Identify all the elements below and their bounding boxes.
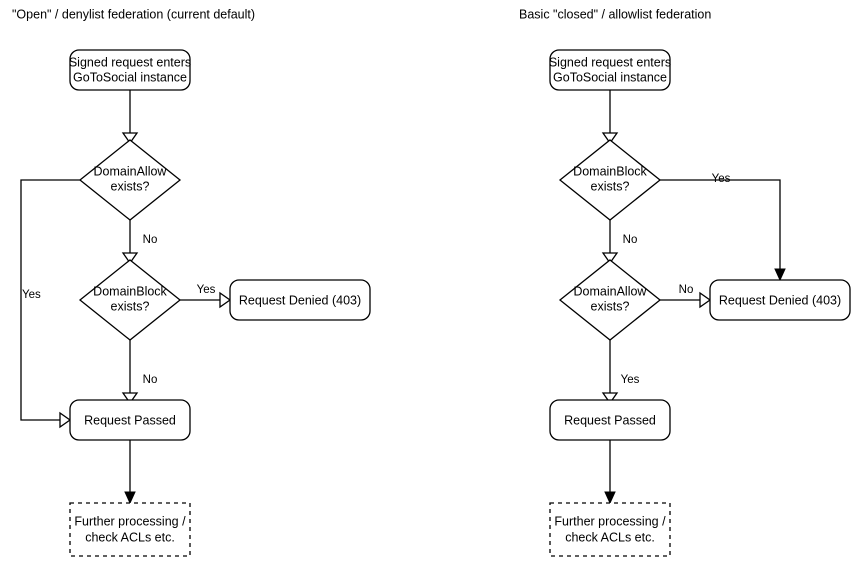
node-further-processing-right[interactable]: Further processing / check ACLs etc. <box>549 502 671 557</box>
node-start-right[interactable]: Signed request enters GoToSocial instanc… <box>549 49 671 91</box>
edge-domainallow-yes-right: Yes <box>601 340 640 405</box>
edge-passed-to-further-right <box>604 440 616 505</box>
edge-domainblock-yes-right: Yes <box>660 173 786 282</box>
node-decision-domainblock-right[interactable]: DomainBlock exists? <box>558 139 662 221</box>
edge-start-to-domainallow-left <box>121 90 139 145</box>
node-request-denied-right[interactable]: Request Denied (403) <box>709 279 851 321</box>
arrowhead-open-right-yes-left <box>59 411 72 429</box>
arrowhead-open-down-1-right <box>601 132 619 145</box>
arrowhead-open-down-2-left <box>121 252 139 265</box>
edge-label-domainallow-no-right: No <box>679 284 694 296</box>
node-decision-domainallow-right-label-line1: DomainAllow <box>574 284 648 298</box>
node-request-denied-right-shape[interactable] <box>709 279 851 321</box>
arrowhead-filled-down-denied-right <box>774 268 786 282</box>
node-request-denied-left-shape[interactable] <box>229 279 371 321</box>
node-request-passed-right-label: Request Passed <box>564 413 656 427</box>
edge-passed-to-further-left <box>124 440 136 505</box>
node-start-left-label-line1: Signed request enters <box>69 55 191 69</box>
node-further-processing-left-label-line1: Further processing / <box>74 514 186 528</box>
node-decision-domainallow-left-label-line2: exists? <box>111 179 150 193</box>
diagram-title-closed-allowlist: Basic "closed" / allowlist federation <box>519 7 711 21</box>
edge-label-domainallow-yes-right: Yes <box>621 374 640 386</box>
diagram-title-open-denylist: "Open" / denylist federation (current de… <box>12 7 255 21</box>
edge-label-domainallow-no-left: No <box>143 234 158 246</box>
edge-label-domainblock-no-right: No <box>623 234 638 246</box>
node-decision-domainallow-right[interactable]: DomainAllow exists? <box>558 259 662 341</box>
node-start-right-label-line2: GoToSocial instance <box>553 70 667 84</box>
edge-domainblock-yes-right-line <box>660 179 781 271</box>
node-start-left[interactable]: Signed request enters GoToSocial instanc… <box>69 49 191 91</box>
node-decision-domainblock-left-label-line1: DomainBlock <box>93 284 167 298</box>
edge-domainallow-no-right: No <box>660 284 712 309</box>
node-further-processing-left-shape[interactable] <box>69 502 191 557</box>
node-decision-domainallow-left[interactable]: DomainAllow exists? <box>78 139 182 221</box>
node-request-passed-right[interactable]: Request Passed <box>549 399 671 441</box>
node-further-processing-left[interactable]: Further processing / check ACLs etc. <box>69 502 191 557</box>
node-request-passed-left-label: Request Passed <box>84 413 176 427</box>
arrowhead-open-right-denied-left <box>219 291 232 309</box>
edge-domainblock-yes-left: Yes <box>180 284 232 309</box>
node-start-left-label-line2: GoToSocial instance <box>73 70 187 84</box>
edge-domainallow-no-left: No <box>121 220 158 265</box>
node-decision-domainblock-left[interactable]: DomainBlock exists? <box>78 259 182 341</box>
edge-label-domainallow-yes-left: Yes <box>22 289 41 301</box>
node-decision-domainblock-right-label-line2: exists? <box>591 179 630 193</box>
arrowhead-open-down-2-right <box>601 252 619 265</box>
edge-domainblock-no-left: No <box>121 340 158 405</box>
arrowhead-open-down-1-left <box>121 132 139 145</box>
node-further-processing-left-label-line2: check ACLs etc. <box>85 530 175 544</box>
node-decision-domainblock-right-label-line1: DomainBlock <box>573 164 647 178</box>
arrowhead-open-right-denied-right <box>699 291 712 309</box>
node-request-denied-right-label: Request Denied (403) <box>719 293 841 307</box>
edge-start-to-domainblock-right <box>601 90 619 145</box>
arrowhead-filled-down-left <box>124 491 136 505</box>
node-request-denied-left-label: Request Denied (403) <box>239 293 361 307</box>
node-start-right-label-line1: Signed request enters <box>549 55 671 69</box>
edge-domainallow-yes-left: Yes <box>20 179 80 429</box>
arrowhead-open-down-3-left <box>121 392 139 405</box>
node-request-passed-left[interactable]: Request Passed <box>69 399 191 441</box>
arrowhead-open-down-3-right <box>601 392 619 405</box>
node-decision-domainblock-left-label-line2: exists? <box>111 299 150 313</box>
edge-domainblock-no-right: No <box>601 220 638 265</box>
arrowhead-filled-down-right <box>604 491 616 505</box>
node-further-processing-right-shape[interactable] <box>549 502 671 557</box>
edge-label-domainblock-yes-left: Yes <box>197 284 216 296</box>
node-decision-domainallow-right-label-line2: exists? <box>591 299 630 313</box>
edge-label-domainblock-no-left: No <box>143 374 158 386</box>
diagram-closed-allowlist: Basic "closed" / allowlist federation Si… <box>519 7 851 557</box>
node-request-denied-left[interactable]: Request Denied (403) <box>229 279 371 321</box>
node-decision-domainallow-left-label-line1: DomainAllow <box>94 164 168 178</box>
node-further-processing-right-label-line1: Further processing / <box>554 514 666 528</box>
edge-label-domainblock-yes-right: Yes <box>712 173 731 185</box>
edge-domainallow-yes-left-line <box>20 179 80 421</box>
node-further-processing-right-label-line2: check ACLs etc. <box>565 530 655 544</box>
diagram-open-denylist: "Open" / denylist federation (current de… <box>12 7 371 557</box>
